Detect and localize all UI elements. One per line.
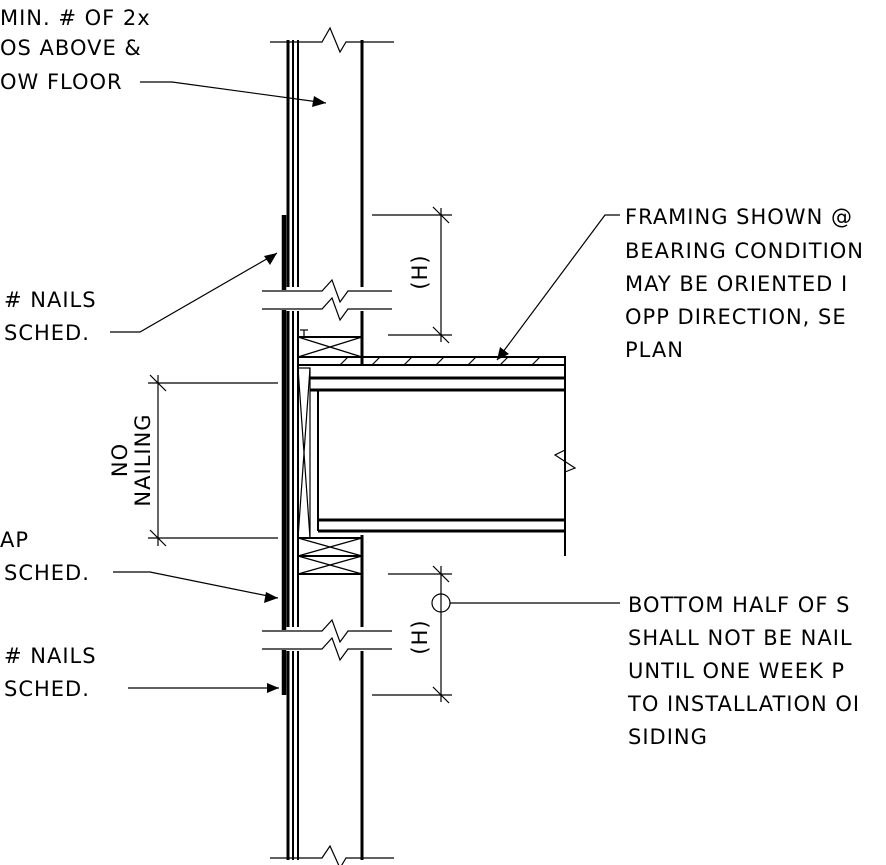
svg-text:SCHED.: SCHED. bbox=[4, 677, 90, 701]
svg-text:OPP DIRECTION, SE: OPP DIRECTION, SE bbox=[625, 305, 847, 329]
svg-text:SHALL NOT BE NAIL: SHALL NOT BE NAIL bbox=[628, 626, 853, 650]
svg-text:UNTIL ONE WEEK P: UNTIL ONE WEEK P bbox=[628, 659, 845, 683]
svg-text:BOTTOM HALF OF S: BOTTOM HALF OF S bbox=[628, 593, 850, 617]
wall-stud bbox=[286, 40, 364, 860]
leader-top-left bbox=[140, 81, 327, 107]
leader-framing bbox=[496, 214, 620, 361]
svg-text:SCHED.: SCHED. bbox=[4, 321, 90, 345]
leader-bottom-half bbox=[431, 593, 620, 613]
dimension-h-lower bbox=[372, 565, 452, 704]
svg-text:BEARING CONDITION: BEARING CONDITION bbox=[625, 239, 864, 263]
break-line-top bbox=[270, 26, 394, 54]
rim-board bbox=[297, 367, 311, 539]
note-strap: AP SCHED. bbox=[0, 528, 90, 585]
dimension-label-h-lower: (H) bbox=[408, 619, 432, 654]
leader-bottom-left-nails bbox=[128, 683, 279, 693]
note-bottom-left-nails: # NAILS SCHED. bbox=[4, 644, 97, 701]
svg-text:# NAILS: # NAILS bbox=[4, 288, 97, 312]
leader-mid-left-nails bbox=[110, 252, 278, 333]
note-mid-left-nails: # NAILS SCHED. bbox=[4, 288, 97, 345]
svg-text:MAY BE ORIENTED I: MAY BE ORIENTED I bbox=[625, 272, 848, 296]
svg-text:OW FLOOR: OW FLOOR bbox=[0, 70, 123, 94]
note-bottom-half: BOTTOM HALF OF S SHALL NOT BE NAIL UNTIL… bbox=[627, 593, 860, 749]
break-line-bottom bbox=[270, 844, 394, 865]
dimension-label-no: NO bbox=[108, 443, 132, 477]
svg-text:SIDING: SIDING bbox=[628, 725, 708, 749]
wall-break-upper bbox=[260, 278, 395, 322]
leader-strap bbox=[113, 571, 279, 603]
svg-text:FRAMING SHOWN @: FRAMING SHOWN @ bbox=[625, 205, 853, 229]
svg-text:OS ABOVE &: OS ABOVE & bbox=[0, 36, 142, 60]
svg-text:# NAILS: # NAILS bbox=[4, 644, 97, 668]
dimension-label-h-upper: (H) bbox=[408, 254, 432, 289]
svg-text:AP: AP bbox=[0, 528, 29, 552]
dimension-h-upper bbox=[372, 206, 452, 344]
svg-text:PLAN: PLAN bbox=[625, 338, 684, 362]
floor-joist bbox=[297, 356, 577, 556]
note-framing: FRAMING SHOWN @ BEARING CONDITION MAY BE… bbox=[625, 205, 864, 362]
top-plate-block bbox=[297, 329, 363, 358]
svg-text:TO INSTALLATION OI: TO INSTALLATION OI bbox=[627, 692, 860, 716]
svg-text:MIN. # OF 2x: MIN. # OF 2x bbox=[0, 6, 151, 30]
dimension-no-nailing bbox=[148, 374, 278, 547]
dimension-label-nailing: NAILING bbox=[131, 413, 155, 506]
wall-break-lower bbox=[260, 618, 395, 662]
note-top-left: MIN. # OF 2x OS ABOVE & OW FLOOR bbox=[0, 6, 151, 94]
bottom-plate-block bbox=[297, 537, 363, 575]
svg-text:SCHED.: SCHED. bbox=[4, 561, 90, 585]
